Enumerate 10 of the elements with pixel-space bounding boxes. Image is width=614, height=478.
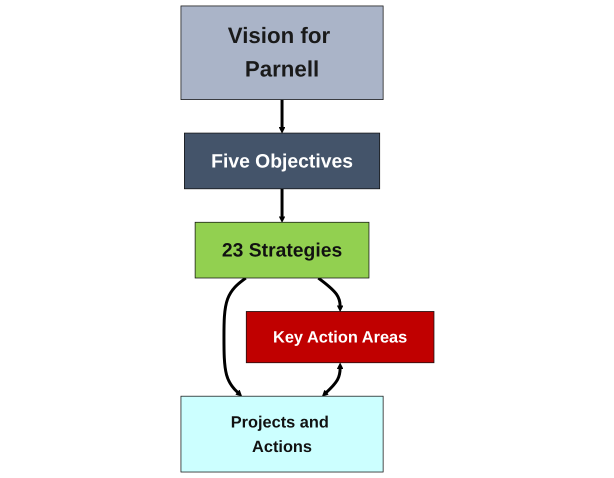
arrow: [278, 188, 285, 223]
arrow: [222, 276, 246, 397]
node-box: 23 Strategies: [194, 222, 369, 278]
node-box: Key Action Areas: [245, 311, 434, 364]
arrow: [316, 276, 343, 312]
arrow: [322, 362, 343, 397]
node-box: Vision for Parnell: [180, 6, 384, 100]
node-box: Projects and Actions: [180, 396, 384, 472]
node-box: Five Objectives: [184, 132, 380, 190]
arrow: [278, 100, 285, 134]
